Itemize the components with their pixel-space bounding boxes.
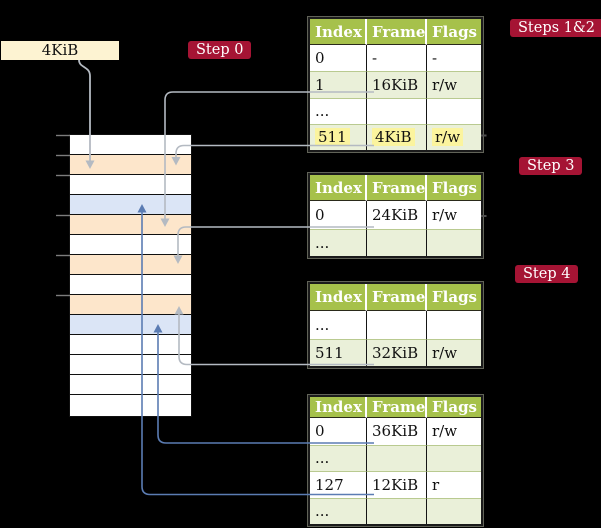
memory-row-white [69,374,191,395]
column-header-index: Index [310,175,367,201]
frame-4kib-label: 4KiB [1,41,119,60]
table-row: ... [310,311,481,339]
column-header-frame: Frame [367,397,427,418]
cell-index: ... [310,97,367,124]
cell-flags [427,444,481,471]
cell-flags: r/w [432,205,458,224]
memory-row-white [69,174,191,195]
memory-row-white [69,334,191,355]
table-row: ... [310,444,481,471]
memory-row-white [69,274,191,295]
cell-index: 0 [310,201,367,229]
cell-frame: 4KiB [367,123,427,150]
cell-frame [367,228,427,256]
cell-flags [427,497,481,524]
step-4-badge: Step 4 [515,265,579,283]
cell-flags [427,311,481,339]
cell-index: 127 [310,471,367,498]
step-3-badge: Step 3 [519,157,583,175]
step-0-badge: Step 0 [188,41,252,59]
column-header-frame: Frame [367,284,427,311]
column-header-index: Index [310,284,367,311]
cell-frame [367,97,427,124]
cell-frame [367,444,427,471]
cell-index: 0 [310,45,367,72]
cell-flags: r/w [427,71,481,98]
memory-row-orange [69,154,191,175]
column-header-frame: Frame [367,19,427,45]
table-row: ... [310,97,481,124]
cell-frame: 16KiB [367,71,427,98]
cell-frame [367,497,427,524]
column-header-flags: Flags [427,284,481,311]
memory-row-white [69,234,191,255]
table-row: ... [310,497,481,524]
memory-row-white [69,354,191,375]
table-row: 0-- [310,45,481,72]
cell-frame: 36KiB [367,418,427,445]
cell-flags [427,228,481,256]
cell-index: 1 [310,71,367,98]
cell-flags [427,97,481,124]
cell-flags: r/w [427,338,481,366]
column-header-flags: Flags [427,175,481,201]
memory-row-orange [69,214,191,235]
column-header-index: Index [310,397,367,418]
cell-flags: r [427,471,481,498]
column-header-flags: Flags [427,397,481,418]
column-header-frame: Frame [367,175,427,201]
column-header-index: Index [310,19,367,45]
cell-frame: 12KiB [367,471,427,498]
memory-row-blue [69,314,191,335]
cell-index: ... [310,311,367,339]
memory-row-orange [69,254,191,275]
steps-1-2-badge: Steps 1&2 [510,19,601,37]
cell-index: ... [310,228,367,256]
cell-frame: 24KiB [367,201,427,229]
cell-index: ... [310,444,367,471]
cell-frame: 32KiB [367,338,427,366]
cell-flags: - [432,49,438,68]
column-header-flags: Flags [427,19,481,45]
cell-flags: r/w [432,422,458,441]
table-row: ... [310,228,481,256]
cell-frame [367,311,427,339]
cell-index: ... [310,497,367,524]
memory-row-white [69,394,191,415]
physical-memory-column [68,133,192,417]
cell-index: 511 [310,123,367,150]
memory-row-blue [69,194,191,215]
cell-index: 0 [310,418,367,445]
memory-row-orange [69,294,191,315]
cell-index: 511 [310,338,367,366]
memory-row-white [69,134,191,155]
cell-frame: - [367,45,427,72]
cell-flags: r/w [427,123,481,150]
